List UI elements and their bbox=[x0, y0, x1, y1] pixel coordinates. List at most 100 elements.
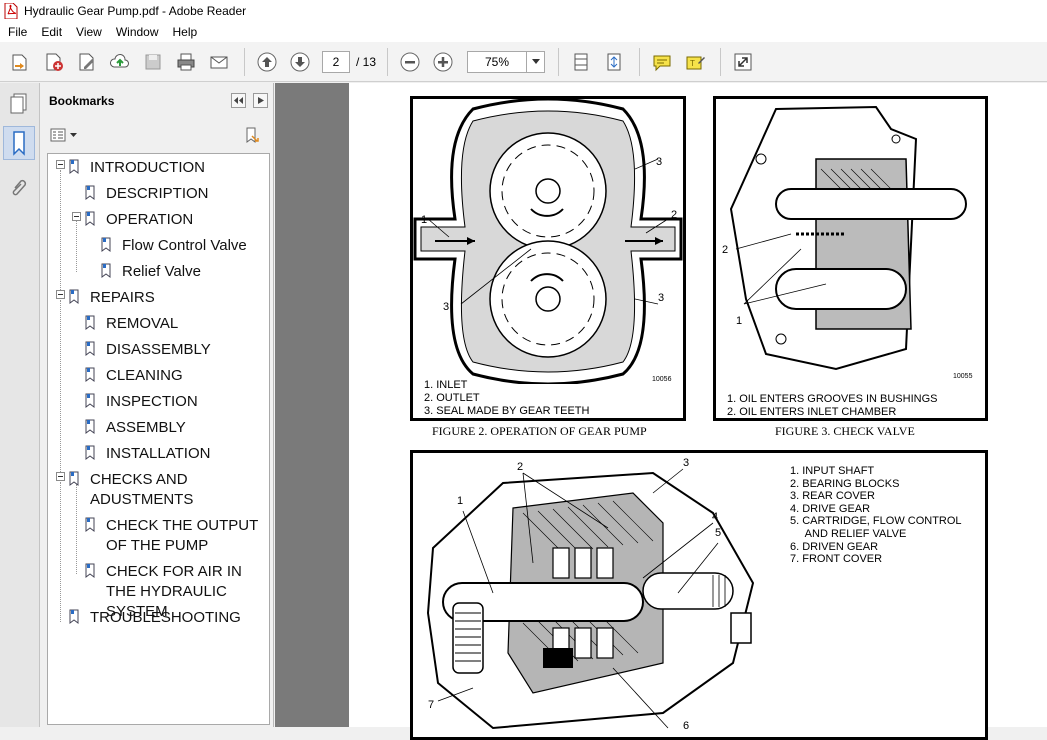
bookmark-assembly[interactable]: ASSEMBLY bbox=[84, 418, 281, 438]
bookmark-icon bbox=[85, 563, 95, 578]
previous-page-button[interactable] bbox=[252, 47, 282, 77]
pump-cutaway-diagram bbox=[426, 468, 755, 730]
zoom-dropdown-button[interactable] bbox=[527, 50, 546, 73]
full-screen-button[interactable] bbox=[728, 47, 758, 77]
bookmark-installation[interactable]: INSTALLATION bbox=[84, 444, 281, 464]
printer-icon bbox=[177, 53, 195, 70]
check-valve-diagram bbox=[729, 105, 967, 371]
bookmark-introduction[interactable]: INTRODUCTION bbox=[68, 158, 265, 178]
open-file-icon bbox=[12, 54, 27, 70]
bookmark-icon bbox=[85, 445, 95, 460]
bookmark-icon bbox=[69, 159, 79, 174]
bookmark-removal[interactable]: REMOVAL bbox=[84, 314, 281, 334]
menu-edit[interactable]: Edit bbox=[41, 25, 63, 39]
bookmarks-tree: INTRODUCTION DESCRIPTION OPERATION Flow … bbox=[47, 153, 270, 725]
bookmarks-tools bbox=[40, 119, 274, 153]
bookmark-operation[interactable]: OPERATION bbox=[84, 210, 281, 230]
toolbar-separator bbox=[558, 47, 560, 76]
collapse-introduction-toggle[interactable] bbox=[56, 160, 65, 169]
open-button[interactable] bbox=[6, 47, 36, 77]
zoom-in-button[interactable] bbox=[428, 47, 458, 77]
chevron-down-icon bbox=[70, 133, 77, 137]
chevron-right-icon bbox=[257, 97, 264, 104]
double-chevron-left-icon bbox=[234, 97, 243, 104]
svg-text:T: T bbox=[690, 59, 695, 68]
bookmark-checks-and-adustments[interactable]: CHECKS AND ADUSTMENTS bbox=[68, 470, 210, 510]
collapse-repairs-toggle[interactable] bbox=[56, 290, 65, 299]
figure-3-legend: 1. OIL ENTERS GROOVES IN BUSHINGS 2. OIL… bbox=[727, 393, 938, 418]
edit-pdf-button[interactable] bbox=[72, 47, 102, 77]
bookmark-check-air[interactable]: CHECK FOR AIR IN THE HYDRAULIC SYSTEM bbox=[84, 562, 268, 622]
paperclip-icon bbox=[12, 179, 27, 196]
bookmark-icon bbox=[85, 211, 95, 226]
figure-2-caption: FIGURE 2. OPERATION OF GEAR PUMP bbox=[432, 424, 647, 438]
panel-options-button[interactable] bbox=[253, 93, 268, 108]
zoom-out-button[interactable] bbox=[395, 47, 425, 77]
sign-button[interactable]: T bbox=[680, 47, 710, 77]
bookmark-options-menu[interactable] bbox=[50, 127, 77, 143]
menu-file[interactable]: File bbox=[8, 25, 28, 39]
page-total: / 13 bbox=[356, 54, 377, 69]
menu-help[interactable]: Help bbox=[172, 25, 198, 39]
bookmark-check-output[interactable]: CHECK THE OUTPUT OF THE PUMP bbox=[84, 516, 268, 556]
menu-view[interactable]: View bbox=[76, 25, 102, 39]
bookmark-inspection[interactable]: INSPECTION bbox=[84, 392, 281, 412]
collapse-operation-toggle[interactable] bbox=[72, 212, 81, 221]
page-number-input[interactable]: 2 bbox=[322, 50, 350, 73]
bookmarks-tab-button[interactable] bbox=[3, 126, 35, 160]
fit-page-icon bbox=[607, 53, 621, 70]
bookmark-icon bbox=[69, 289, 79, 304]
bookmark-icon bbox=[85, 419, 95, 434]
expand-bookmark-button[interactable] bbox=[243, 127, 261, 150]
menu-window[interactable]: Window bbox=[115, 25, 159, 39]
speech-bubble-icon bbox=[653, 55, 671, 71]
fit-width-button[interactable] bbox=[566, 47, 596, 77]
pdf-file-icon bbox=[4, 3, 18, 19]
bookmark-description[interactable]: DESCRIPTION bbox=[84, 184, 281, 204]
figure-gear-pump-operation: 1 2 3 3 3 10056 1. INLET 2. OUTLET 3. SE… bbox=[410, 96, 686, 421]
print-button[interactable] bbox=[171, 47, 201, 77]
page-thumbnails-button[interactable] bbox=[3, 87, 35, 121]
bookmark-icon bbox=[69, 609, 79, 624]
create-pdf-button[interactable] bbox=[39, 47, 69, 77]
bookmark-relief-valve[interactable]: Relief Valve bbox=[100, 262, 297, 282]
page-thumbnails-icon bbox=[10, 93, 27, 114]
bookmark-flow-control-valve[interactable]: Flow Control Valve bbox=[100, 236, 297, 256]
fit-page-button[interactable] bbox=[599, 47, 629, 77]
cloud-upload-button[interactable] bbox=[105, 47, 135, 77]
comment-button[interactable] bbox=[647, 47, 677, 77]
bookmark-icon bbox=[85, 517, 95, 532]
document-viewer[interactable]: 1 2 3 3 3 10056 1. INLET 2. OUTLET 3. SE… bbox=[275, 83, 1047, 740]
figure-pump-cutaway: 1 2 3 4 5 6 7 1. INPUT SHAFT 2. BEARING … bbox=[410, 450, 988, 740]
bookmark-icon bbox=[85, 185, 95, 200]
create-pdf-icon bbox=[46, 53, 63, 71]
collapse-panel-button[interactable] bbox=[231, 93, 246, 108]
attachments-button[interactable] bbox=[3, 171, 35, 205]
cloud-upload-icon bbox=[110, 53, 129, 67]
pdf-page: 1 2 3 3 3 10056 1. INLET 2. OUTLET 3. SE… bbox=[349, 83, 1047, 740]
bookmark-icon bbox=[101, 263, 111, 278]
menu-bar: File Edit View Window Help bbox=[0, 22, 1047, 42]
figure-2-legend: 1. INLET 2. OUTLET 3. SEAL MADE BY GEAR … bbox=[424, 379, 590, 417]
bookmark-disassembly[interactable]: DISASSEMBLY bbox=[84, 340, 281, 360]
bookmark-repairs[interactable]: REPAIRS bbox=[68, 288, 265, 308]
bookmark-icon bbox=[85, 315, 95, 330]
bookmark-icon bbox=[85, 341, 95, 356]
figure-3-caption: FIGURE 3. CHECK VALVE bbox=[775, 424, 915, 438]
next-page-button[interactable] bbox=[285, 47, 315, 77]
toolbar-separator bbox=[244, 47, 245, 76]
bookmarks-header: Bookmarks bbox=[40, 83, 274, 119]
toolbar-separator bbox=[720, 47, 722, 76]
collapse-checks-toggle[interactable] bbox=[56, 472, 65, 481]
title-bar: Hydraulic Gear Pump.pdf - Adobe Reader bbox=[0, 0, 1047, 22]
arrow-up-circle-icon bbox=[257, 52, 277, 71]
bookmark-icon bbox=[101, 237, 111, 252]
chevron-down-icon bbox=[531, 59, 540, 64]
save-button[interactable] bbox=[138, 47, 168, 77]
navigation-pane-strip bbox=[0, 83, 40, 727]
zoom-level-input[interactable]: 75% bbox=[467, 50, 528, 73]
bookmark-troubleshooting[interactable]: TROUBLESHOOTING bbox=[68, 608, 265, 628]
minus-circle-icon bbox=[400, 52, 420, 71]
bookmark-cleaning[interactable]: CLEANING bbox=[84, 366, 281, 386]
email-button[interactable] bbox=[204, 47, 234, 77]
